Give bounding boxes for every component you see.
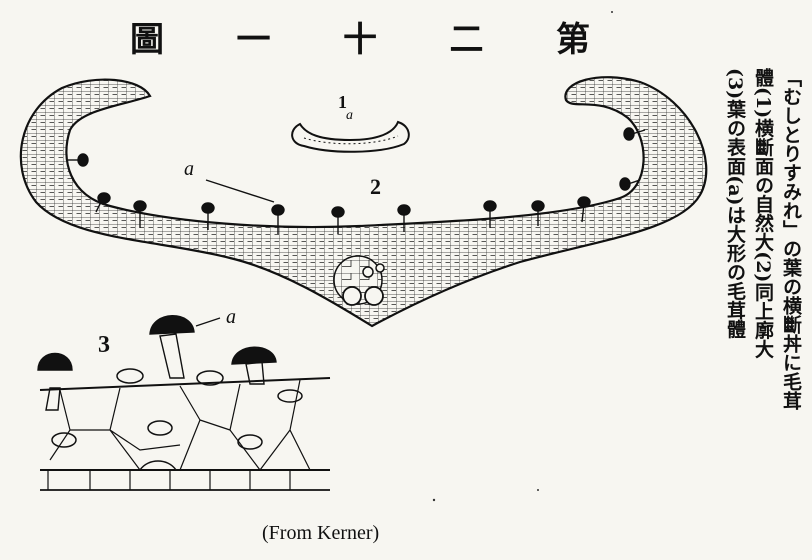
fig3-number-label: 3 <box>98 332 110 358</box>
title-char: 第 <box>556 20 590 60</box>
fig2-a-label: a <box>184 158 194 180</box>
glandular-hairs <box>68 127 646 234</box>
fig1-number-label: 1 <box>338 92 347 112</box>
title-char: 一 <box>236 20 271 60</box>
capitate-hairs <box>37 315 277 411</box>
caption-line-1: 「むしとりすみれ」の葉の横斷丼に毛茸 <box>780 68 802 410</box>
vascular-bundle <box>333 255 385 306</box>
figure-title: 圖 一 十 二 第 <box>130 12 590 61</box>
small-cross-section <box>291 120 410 153</box>
title-char: 二 <box>449 20 484 60</box>
fig1-a-label: a <box>346 108 353 123</box>
source-credit: (From Kerner) <box>262 522 380 544</box>
fig2-number-label: 2 <box>370 174 381 199</box>
leaf-surface-enlarged <box>37 315 331 491</box>
caption-line-3: (3)葉の表面(a)は大形の毛茸體 <box>724 68 746 339</box>
fig2-a-pointer <box>205 179 275 203</box>
title-char: 十 <box>343 20 377 60</box>
paper-specks <box>432 11 613 502</box>
fig3-a-label: a <box>226 306 236 328</box>
caption-line-2: 體(1)横斷面の自然大(2)同上廓大 <box>752 68 774 359</box>
title-char: 圖 <box>130 20 164 60</box>
leaf-cross-section <box>19 76 708 328</box>
